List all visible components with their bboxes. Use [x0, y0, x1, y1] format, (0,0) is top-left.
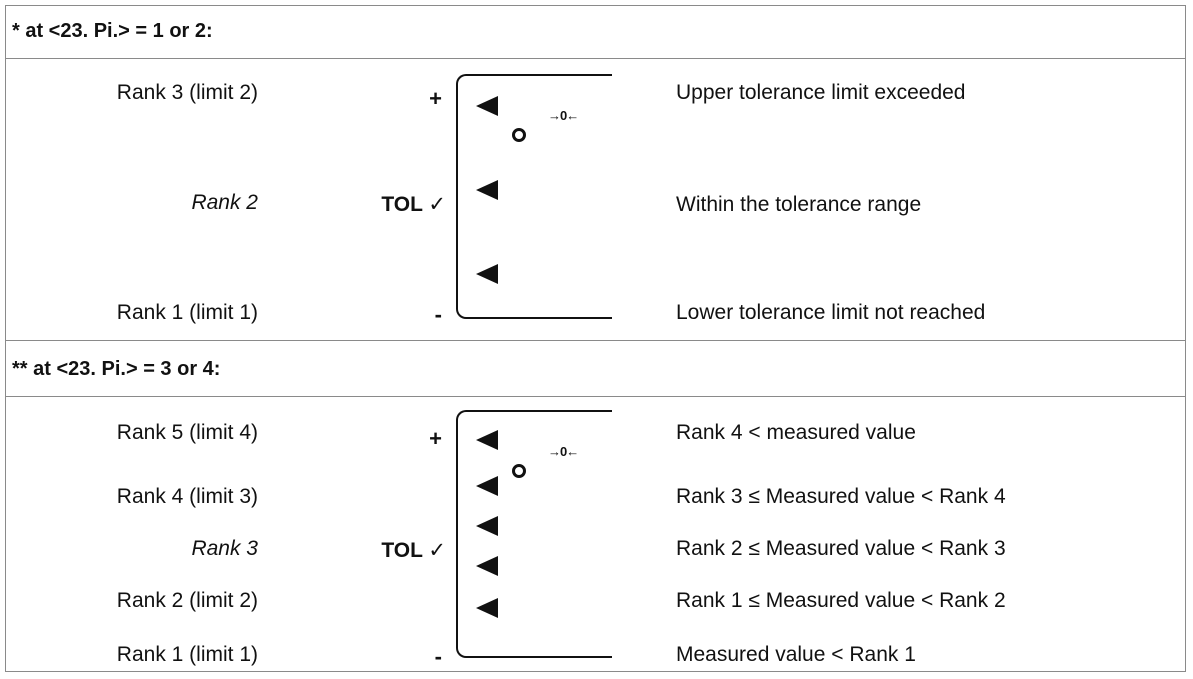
section2-rank-3-label: Rank 3 [191, 537, 258, 560]
section2-minus-sign: - [434, 644, 442, 669]
section2-tri-rank5-icon [476, 430, 498, 450]
section1-rank-1-label: Rank 1 (limit 1) [116, 301, 258, 324]
section2-rank-2-label: Rank 2 (limit 2) [116, 589, 258, 612]
section1-rank-3-label: Rank 3 (limit 2) [116, 81, 258, 104]
section2-tri-rank2-icon [476, 556, 498, 576]
section1-tol-text: TOL [381, 193, 423, 216]
section2-plus-sign: + [429, 426, 442, 451]
section2-rank-4-label: Rank 4 (limit 3) [116, 485, 258, 508]
section1-desc-upper: Upper tolerance limit exceeded [676, 81, 966, 104]
section1-desc-within: Within the tolerance range [676, 193, 922, 216]
section2-desc-rank2: Rank 1 ≤ Measured value < Rank 2 [676, 589, 1006, 612]
section1-tri-upper-icon [476, 96, 498, 116]
section2-desc-rank5: Rank 4 < measured value [676, 421, 916, 444]
section2-desc-rank1: Measured value < Rank 1 [676, 643, 916, 666]
header-divider-2 [5, 396, 1186, 397]
section2-display-bracket [456, 410, 612, 658]
section1-stable-ring-icon [512, 128, 526, 142]
section-divider [5, 340, 1186, 341]
diagram-frame [5, 5, 1186, 672]
section2-desc-rank3: Rank 2 ≤ Measured value < Rank 3 [676, 537, 1006, 560]
section1-display-bracket [456, 74, 612, 319]
section1-rank-2-label: Rank 2 [191, 191, 258, 214]
header-divider-1 [5, 58, 1186, 59]
section2-rank-1-label: Rank 1 (limit 1) [116, 643, 258, 666]
section1-minus-sign: - [434, 302, 442, 327]
section1-tol-label: TOL ✓ [346, 192, 446, 218]
section2-tol-label: TOL ✓ [346, 538, 446, 564]
section2-rank-5-label: Rank 5 (limit 4) [116, 421, 258, 444]
section2-tri-rank3-icon [476, 516, 498, 536]
section2-stable-ring-icon [512, 464, 526, 478]
section1-check-icon: ✓ [428, 193, 446, 216]
section1-tri-lower-icon [476, 264, 498, 284]
section2-tol-text: TOL [381, 539, 423, 562]
section2-tri-rank1-icon [476, 598, 498, 618]
section2-check-icon: ✓ [428, 539, 446, 562]
section1-desc-lower: Lower tolerance limit not reached [676, 301, 986, 324]
section2-desc-rank4: Rank 3 ≤ Measured value < Rank 4 [676, 485, 1006, 508]
section1-tri-middle-icon [476, 180, 498, 200]
section2-zero-indicator-icon: →0← [548, 444, 579, 459]
section2-tri-rank4-icon [476, 476, 498, 496]
section1-heading: * at <23. Pi.> = 1 or 2: [12, 20, 213, 42]
section1-plus-sign: + [429, 86, 442, 111]
section1-zero-indicator-icon: →0← [548, 108, 579, 123]
section2-heading: ** at <23. Pi.> = 3 or 4: [12, 358, 221, 380]
